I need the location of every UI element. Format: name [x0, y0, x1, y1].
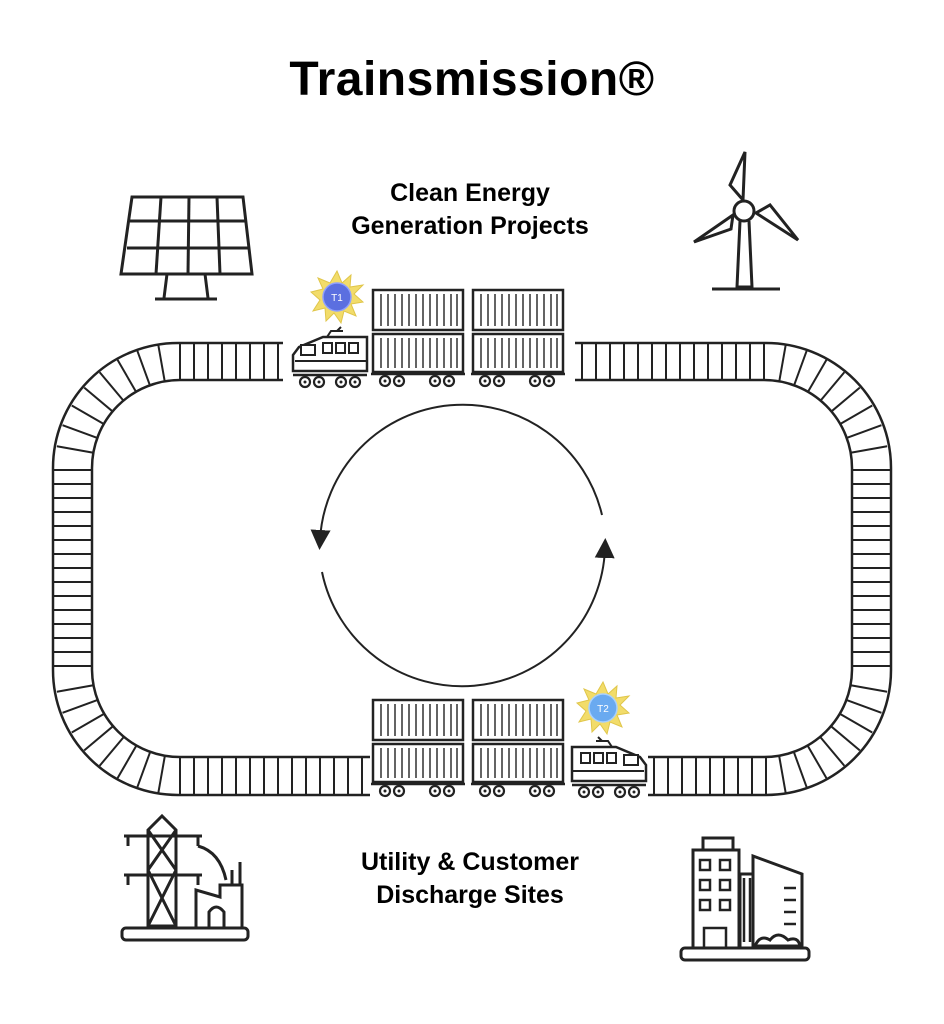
track-tie: [157, 756, 166, 794]
track-tie: [846, 699, 882, 714]
solar-panel-icon: [119, 195, 254, 301]
track-tie: [819, 736, 846, 767]
discharge-sites-label: Utility & Customer Discharge Sites: [290, 846, 650, 912]
track-tie: [830, 386, 861, 413]
sun-badge-t2: T2: [576, 681, 630, 735]
track-tie: [83, 386, 114, 413]
track-tie: [62, 699, 98, 714]
sun-badge-t1: T1: [310, 270, 364, 324]
track-tie: [839, 404, 873, 425]
track-tie: [839, 713, 873, 734]
t1-badge-circle: [322, 282, 352, 312]
city-buildings-icon: [679, 836, 811, 962]
track-tie: [157, 344, 166, 382]
track-tie: [807, 745, 828, 779]
track-tie: [850, 684, 888, 693]
transmission-tower-icon: [120, 813, 250, 942]
track-tie: [819, 371, 846, 402]
t1-badge-text: T1: [331, 293, 343, 304]
wind-turbine-icon: [693, 151, 800, 291]
track-tie: [846, 424, 882, 439]
track-tie: [807, 359, 828, 393]
generation-projects-label: Clean Energy Generation Projects: [300, 177, 640, 243]
track-tie: [98, 736, 125, 767]
track-tie: [98, 371, 125, 402]
track-tie: [56, 445, 94, 454]
track-tie: [116, 359, 137, 393]
track-tie: [116, 745, 137, 779]
track-tie: [83, 725, 114, 752]
track-tie: [71, 404, 105, 425]
track-tie: [850, 445, 888, 454]
track-tie: [778, 756, 787, 794]
track-tie: [71, 713, 105, 734]
track-tie: [793, 752, 808, 788]
track-tie: [793, 350, 808, 386]
track-tie: [136, 752, 151, 788]
t2-badge-text: T2: [597, 704, 609, 715]
track-tie: [56, 684, 94, 693]
track-tie: [778, 344, 787, 382]
track-tie: [830, 725, 861, 752]
t2-badge-circle: [588, 693, 618, 723]
generation-label-line2: Generation Projects: [351, 212, 589, 240]
railway-track: [51, 341, 893, 797]
cycle-arrows-icon: [310, 403, 615, 688]
discharge-label-line1: Utility & Customer: [360, 848, 580, 876]
diagram-title: Trainsmission®: [289, 53, 655, 106]
generation-label-line1: Clean Energy: [390, 179, 550, 207]
track-tie: [62, 424, 98, 439]
track-tie: [136, 350, 151, 386]
discharge-label-line2: Discharge Sites: [376, 881, 564, 909]
